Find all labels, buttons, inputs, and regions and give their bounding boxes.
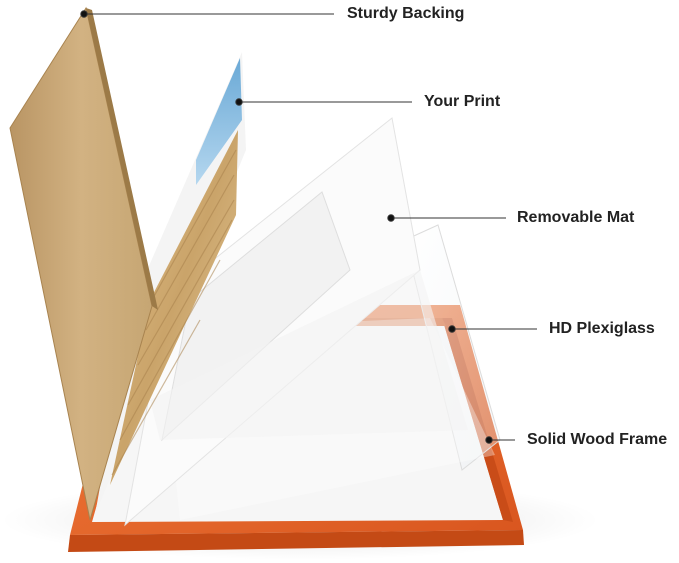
- your-print: [95, 52, 246, 515]
- callout-dot-glass: [448, 325, 456, 333]
- frame-front-edge: [68, 530, 524, 552]
- print-wicker-texture: [111, 149, 237, 476]
- sturdy-backing: [9, 6, 158, 521]
- label-hd-plexiglass: HD Plexiglass: [549, 320, 655, 337]
- label-removable-mat: Removable Mat: [517, 209, 635, 226]
- backing-edge: [86, 8, 158, 310]
- print-sky: [196, 58, 242, 185]
- print-wicker: [110, 130, 238, 485]
- label-solid-wood-frame: Solid Wood Frame: [527, 431, 668, 448]
- callout-dot-mat: [387, 214, 395, 222]
- label-sturdy-backing: Sturdy Backing: [347, 5, 465, 22]
- callout-dot-frame: [485, 436, 493, 444]
- callout-leaders: [80, 10, 537, 444]
- removable-mat: [124, 117, 468, 527]
- callout-dot-print: [235, 98, 243, 106]
- label-your-print: Your Print: [424, 93, 501, 110]
- callout-dot-backing: [80, 10, 88, 18]
- mat-lower-face: [150, 270, 468, 440]
